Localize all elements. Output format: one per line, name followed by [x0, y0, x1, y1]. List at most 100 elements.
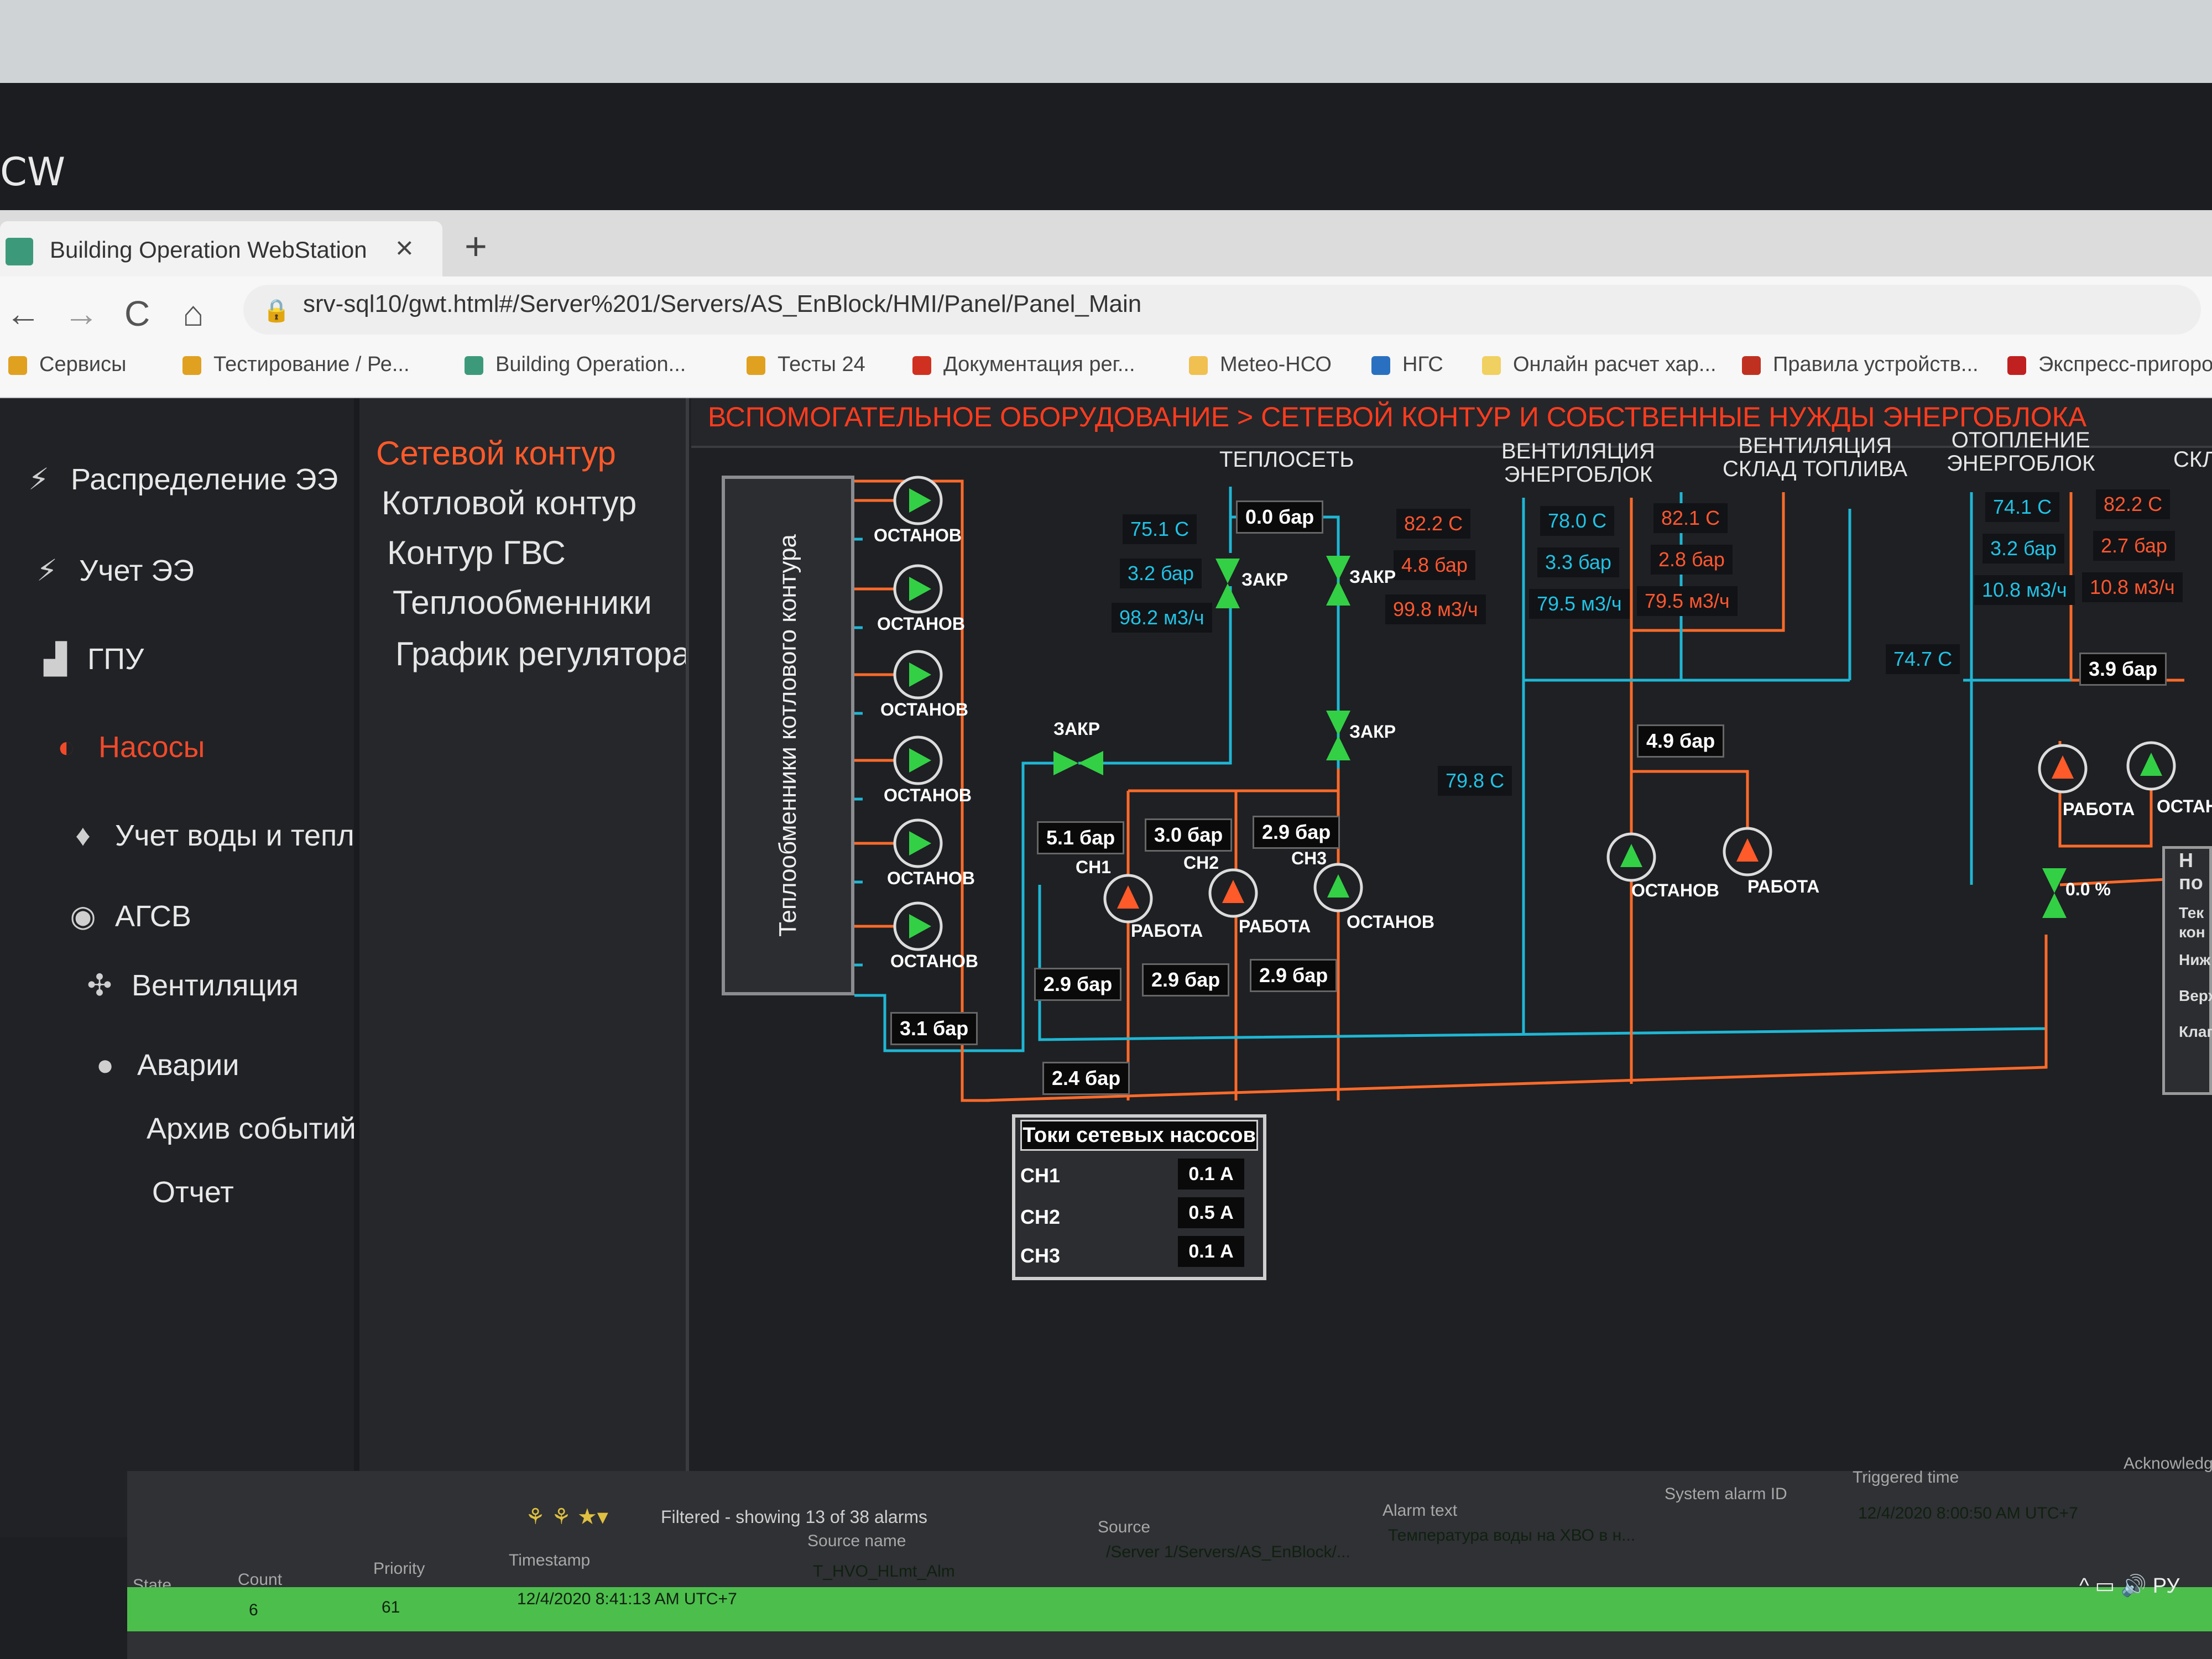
nav-item[interactable]: ◉АГСВ [66, 899, 191, 933]
address-bar-url[interactable]: srv-sql10/gwt.html#/Server%201/Servers/A… [303, 290, 1142, 317]
heating-pump-2[interactable] [2126, 741, 2176, 791]
nav-item[interactable]: ⚡Распределение ЭЭ [22, 462, 338, 497]
alarm-filter-text: Filtered - showing 13 of 38 alarms [661, 1507, 927, 1527]
nav-item-label: Аварии [137, 1048, 239, 1082]
bookmark-icon [1371, 356, 1390, 375]
valve-state: ЗАКР [1241, 570, 1288, 589]
nav-item[interactable]: ⚡ Учет ЭЭ [30, 553, 194, 588]
pressure-reading: 2.9 бар [1034, 968, 1122, 1001]
temperature-reading: 82.2 С [1396, 509, 1471, 539]
valve-zakr-3[interactable] [1053, 751, 1103, 775]
side-panel-text: по [2179, 871, 2203, 894]
pressure-reading: 0.0 бар [1236, 500, 1324, 534]
network-pump-ch2[interactable] [1208, 868, 1258, 918]
nav-item-label: ГПУ [87, 643, 144, 676]
subnav-item[interactable]: Теплообменники [393, 584, 652, 621]
hx-pump[interactable] [893, 564, 943, 614]
meter-icon: ⚡ [36, 554, 58, 587]
reload-icon[interactable]: C [124, 294, 150, 333]
nav-item[interactable]: Отчет [152, 1175, 234, 1209]
home-icon[interactable]: ⌂ [182, 294, 204, 333]
alarm-column-header[interactable]: Alarm text [1383, 1501, 1458, 1520]
subnav-item[interactable]: График регулятора [395, 635, 691, 672]
address-bar[interactable] [243, 285, 2201, 335]
pump-name: СН2 [1183, 853, 1219, 873]
valve-zakr-1[interactable] [1215, 559, 1240, 608]
alarm-column-header[interactable]: System alarm ID [1665, 1485, 1787, 1503]
current-row-value: 0.5 А [1178, 1197, 1244, 1228]
subnav-item[interactable]: Котловой контур [382, 484, 637, 521]
browser-tab[interactable] [0, 221, 442, 276]
hx-pump[interactable] [893, 818, 943, 868]
valve-zakr-4[interactable] [1326, 711, 1350, 760]
site-favicon-icon [6, 238, 33, 265]
network-pump-ch3[interactable] [1313, 863, 1363, 912]
hx-pump[interactable] [893, 650, 943, 700]
new-tab-button[interactable]: + [465, 225, 487, 268]
alarm-column-header[interactable]: Count [238, 1571, 283, 1589]
hx-pump[interactable] [893, 476, 943, 525]
bookmark-item[interactable]: Тестирование / Ре... [182, 353, 410, 377]
alarm-text: Температура воды на ХВО в н... [1388, 1526, 1636, 1545]
side-panel-text: Верх [2179, 987, 2212, 1004]
heating-pump-1[interactable] [2038, 744, 2088, 794]
gauge-icon: ◉ [70, 900, 96, 933]
hx-pump[interactable] [893, 735, 943, 785]
bookmark-item[interactable]: Тесты 24 [747, 353, 865, 377]
bookmark-item[interactable]: Документация рег... [912, 353, 1135, 377]
network-pump-ch1[interactable] [1103, 874, 1153, 924]
pipe-return [1631, 770, 1749, 852]
current-row-value: 0.1 А [1178, 1236, 1244, 1267]
nav-item[interactable]: ◐Насосы [50, 730, 205, 764]
alarm-column-header[interactable]: Source [1098, 1518, 1151, 1536]
tab-close-icon[interactable]: × [395, 230, 414, 265]
nav-item[interactable]: ✣Вентиляция [83, 968, 298, 1003]
nav-item[interactable]: ●Аварии [88, 1048, 239, 1082]
alarm-column-header[interactable]: Acknowledg [2124, 1454, 2212, 1473]
pump-icon: ◐ [57, 731, 76, 764]
bookmark-item[interactable]: Meteo-НСО [1189, 353, 1332, 377]
bookmark-item[interactable]: Правила устройств... [1742, 353, 1979, 377]
filter-icon[interactable]: ⚘ ⚘ ★▾ [525, 1505, 608, 1529]
alarm-column-header[interactable]: Priority [373, 1559, 425, 1578]
heat-exchangers-block[interactable] [722, 476, 854, 995]
bookmark-label: Онлайн расчет хар... [1513, 353, 1717, 376]
subnav-item[interactable]: Сетевой контур [376, 435, 616, 472]
flow-reading: 99.8 м3/ч [1385, 594, 1486, 624]
vent-pump-1[interactable] [1606, 832, 1656, 882]
heating-control-valve[interactable] [2042, 868, 2067, 918]
pipe-supply [990, 761, 1056, 1052]
alarm-column-header[interactable]: Source name [807, 1532, 906, 1550]
bookmark-label: Экспресс-пригоро [2038, 353, 2212, 376]
bookmark-item[interactable]: Онлайн расчет хар... [1482, 353, 1717, 377]
nav-item[interactable]: ♦Учет воды и тепла [66, 818, 371, 853]
flow-reading: 10.8 м3/ч [1974, 575, 2075, 605]
bookmark-item[interactable]: Сервисы [8, 353, 126, 377]
alarm-column-header[interactable]: Triggered time [1853, 1468, 1959, 1486]
alarm-row[interactable] [127, 1587, 2212, 1631]
back-arrow-icon[interactable]: ← [6, 294, 41, 333]
vent-pump-2[interactable] [1723, 827, 1772, 877]
nav-item[interactable]: ▟ГПУ [39, 641, 144, 676]
bookmark-item[interactable]: Building Operation... [465, 353, 686, 377]
bookmark-item[interactable]: Экспресс-пригоро [2007, 353, 2212, 377]
pipe-supply [1230, 515, 1340, 769]
subnav-item[interactable]: Контур ГВС [387, 534, 566, 571]
nav-item-label: Учет ЭЭ [79, 554, 195, 587]
hx-pump[interactable] [893, 901, 943, 951]
pressure-reading: 2.4 бар [1042, 1062, 1130, 1095]
valve-zakr-2[interactable] [1326, 556, 1350, 606]
alarm-column-header[interactable]: Timestamp [509, 1551, 591, 1569]
nav-item[interactable]: Архив событий [147, 1112, 356, 1146]
bookmark-icon [182, 356, 201, 375]
nav-item-label: Учет воды и тепла [115, 819, 371, 852]
browser-tab-title: Building Operation WebStation [50, 237, 367, 263]
current-row-name: СН3 [1020, 1244, 1061, 1267]
pump-status: РАБОТА [1747, 877, 1820, 896]
system-tray[interactable]: ^ ▭ 🔊 РУ [2079, 1574, 2180, 1598]
lock-icon: 🔒 [263, 299, 290, 323]
forward-arrow-icon[interactable]: → [64, 294, 99, 333]
bookmark-item[interactable]: НГС [1371, 353, 1443, 377]
pressure-reading: 3.2 бар [1983, 534, 2064, 564]
